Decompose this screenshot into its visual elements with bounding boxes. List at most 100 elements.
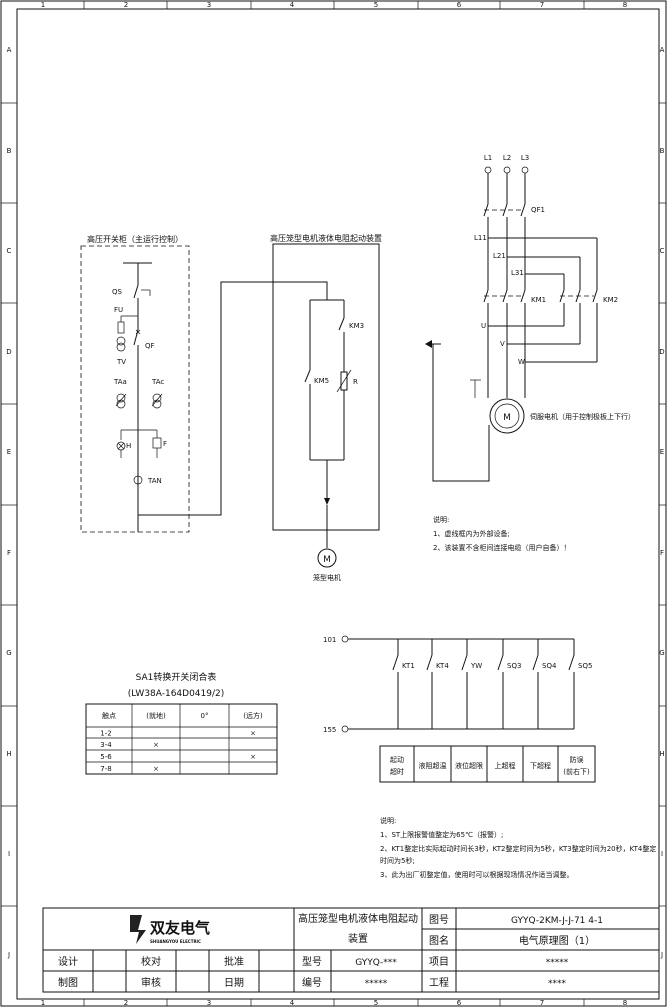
company-name: 双友电气 [150, 919, 210, 937]
phase-l3-label: L3 [521, 154, 529, 162]
note1-line-2: 2、该装置不含柜间连接电缆（用户自备）！ [433, 543, 570, 552]
project-label: 工程 [429, 977, 449, 989]
km1-label: KM1 [531, 296, 546, 304]
item-value: ***** [546, 958, 569, 968]
km2-label: KM2 [603, 296, 618, 304]
company-name-en: SHUANGYOU ELECTRIC [150, 939, 201, 944]
column-label: 5 [374, 999, 378, 1007]
column-label: 5 [374, 1, 378, 9]
hv-cabinet: 高压开关柜（主运行控制） QS FU TV QF TAa TAc [80, 234, 190, 533]
column-label: 8 [623, 999, 627, 1007]
f-arrester [152, 437, 162, 449]
km3-contact [338, 317, 345, 331]
function-cell: 液阻超温 [419, 761, 447, 770]
column-label: 3 [207, 999, 211, 1007]
switch-table-header: (远方) [243, 711, 263, 720]
contact-label: KT4 [436, 662, 449, 670]
row-label: E [7, 448, 11, 456]
qs-switch [133, 284, 139, 299]
switch-table-cell: × [250, 730, 256, 738]
v-label: V [500, 340, 505, 348]
drawing-no-label: 图号 [429, 914, 449, 926]
h-label: H [126, 442, 131, 450]
row-label: G [659, 649, 664, 657]
review-label: 审核 [141, 976, 161, 989]
row-label: J [7, 951, 10, 959]
contact-kt1 [392, 654, 399, 671]
phase-l1-label: L1 [484, 154, 492, 162]
r-label: R [353, 378, 358, 386]
column-label: 2 [124, 1, 128, 9]
note2-line-4: 3、此为出厂初整定值，使用时可以根据现场情况作适当调整。 [380, 870, 573, 879]
company-logo: 双友电气 SHUANGYOU ELECTRIC [130, 915, 210, 944]
row-label: J [660, 951, 663, 959]
taa-ct [115, 393, 127, 409]
switch-table-subtitle: (LW38A-164D0419/2) [128, 689, 225, 699]
phase-l2-label: L2 [503, 154, 511, 162]
switch-table-title: SA1转换开关闭合表 [136, 671, 217, 683]
switch-table-cell: × [250, 753, 256, 761]
drawing-no: GYYQ-2KM-J-J-71 4-1 [511, 916, 603, 926]
km5-label: KM5 [314, 377, 329, 385]
function-cell: 下超程 [530, 761, 551, 770]
tv-label: TV [116, 358, 126, 366]
switch-table-cell: × [153, 765, 159, 773]
row-label: D [6, 348, 11, 356]
note2-line-2: 2、KT1整定比实际起动时间长3秒，KT2整定时间为5秒，KT3整定时间为20秒… [380, 844, 656, 853]
row-label: H [6, 750, 11, 758]
column-label: 8 [623, 1, 627, 9]
qf-label: QF [145, 342, 155, 350]
item-label: 项目 [429, 956, 449, 968]
function-cell: 防误 [570, 755, 584, 764]
servo-motor [489, 398, 525, 434]
note2-line-1: 1、ST上限报警值整定为65℃（报警）; [380, 830, 503, 839]
contact-yw [461, 654, 468, 671]
tac-label: TAc [151, 378, 164, 386]
project-title-line-2: 装置 [348, 932, 368, 945]
qs-label: QS [112, 288, 123, 296]
l11-label: L11 [474, 234, 487, 242]
l21-label: L21 [493, 252, 506, 260]
switch-table-cell: 3-4 [100, 741, 112, 749]
number-value: ***** [365, 979, 388, 989]
switch-table-cell: 5-6 [100, 753, 112, 761]
row-label: D [659, 348, 664, 356]
terminal-101-label: 101 [323, 636, 336, 644]
switch-table-header: 0° [201, 712, 209, 720]
l31-label: L31 [511, 269, 524, 277]
km3-label: KM3 [349, 322, 364, 330]
column-label: 1 [41, 999, 45, 1007]
column-label: 2 [124, 999, 128, 1007]
column-label: 4 [290, 999, 295, 1007]
starter-unit: 高压笼型电机液体电阻起动装置 KM3 KM5 R [270, 233, 382, 548]
servo-feedback-line [432, 344, 490, 482]
drawing-name: 电气原理图（1） [519, 934, 595, 947]
contact-kt4 [426, 654, 433, 671]
switch-table-header: (就地) [146, 711, 166, 720]
tv-transformer [116, 336, 126, 346]
terminal-155 [341, 725, 349, 733]
row-label: A [660, 46, 665, 54]
check-label: 校对 [141, 955, 161, 968]
date-label: 日期 [224, 977, 244, 989]
switch-table-cell: 1-2 [100, 730, 111, 738]
column-label: 6 [457, 1, 462, 9]
contact-sq3 [497, 654, 504, 671]
row-label: F [7, 549, 11, 557]
draw-label: 制图 [58, 976, 78, 989]
row-label: C [660, 247, 665, 255]
design-label: 设计 [58, 955, 78, 968]
cage-motor-label: 笼型电机 [313, 573, 341, 582]
column-label: 3 [207, 1, 211, 9]
model-label: 型号 [302, 955, 322, 968]
row-label: B [660, 147, 665, 155]
tac-ct [151, 393, 163, 409]
tan-label: TAN [147, 477, 162, 485]
terminal-l3 [521, 166, 529, 174]
